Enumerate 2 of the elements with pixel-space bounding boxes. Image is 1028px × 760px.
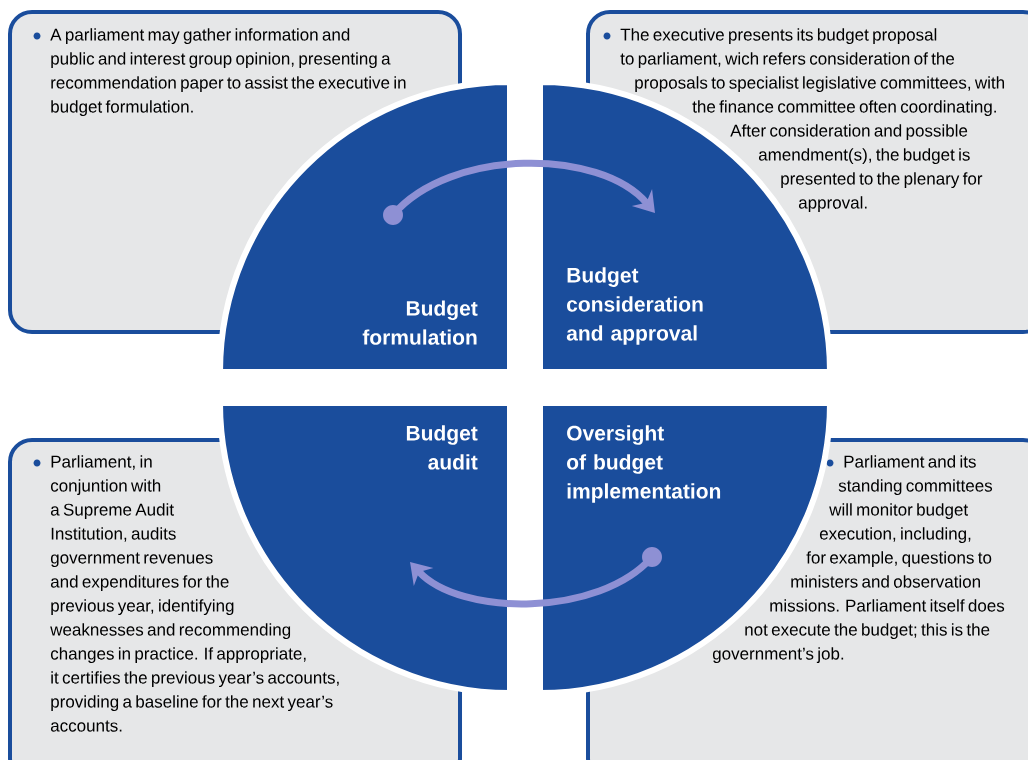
- curved-arrow: [383, 159, 655, 225]
- curved-arrow: [410, 547, 662, 608]
